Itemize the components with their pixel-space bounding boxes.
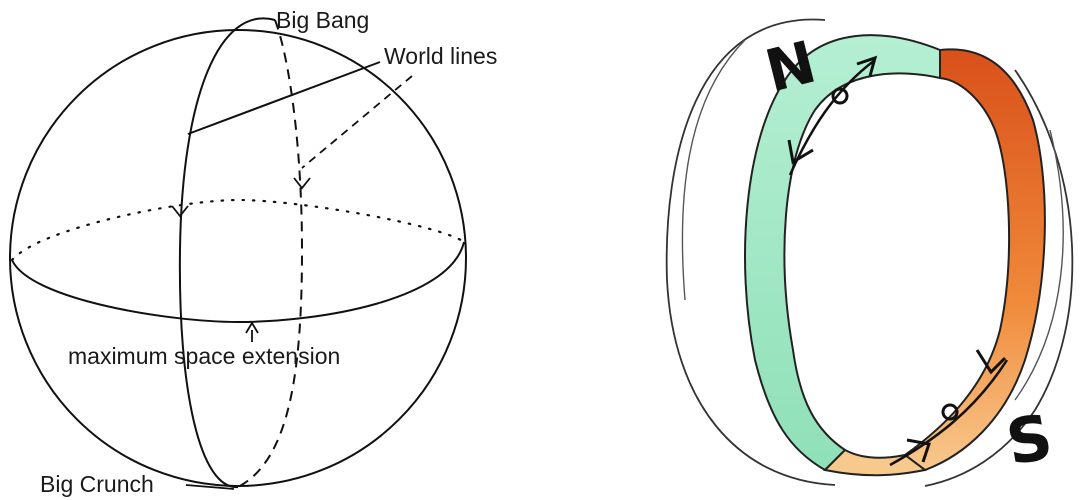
south-label: S [1001, 400, 1058, 480]
world-lines-pointer-solid [188, 62, 380, 134]
sphere-outline [10, 30, 466, 486]
sphere-sketch-left-2 [682, 40, 745, 300]
big-bang-label: Big Bang [276, 7, 369, 33]
world-line-arrow-back [294, 178, 310, 188]
hand-drawn-band-diagram: N S [545, 0, 1092, 500]
band-svg: N S [545, 0, 1092, 500]
meridian-front [180, 18, 275, 487]
equator-front [12, 242, 464, 322]
big-crunch-label: Big Crunch [40, 471, 154, 497]
closed-universe-sphere-diagram: Big Bang World lines maximum space exten… [0, 0, 545, 500]
world-lines-label: World lines [384, 43, 497, 69]
sphere-svg: Big Bang World lines maximum space exten… [0, 0, 545, 500]
north-label: N [759, 28, 823, 106]
equator-back-dotted [12, 200, 464, 260]
world-line-arrow-front [172, 206, 188, 216]
maximum-space-extension-label: maximum space extension [68, 343, 340, 369]
world-lines-pointer-dashed [302, 76, 412, 168]
meridian-back-dashed [238, 20, 302, 487]
